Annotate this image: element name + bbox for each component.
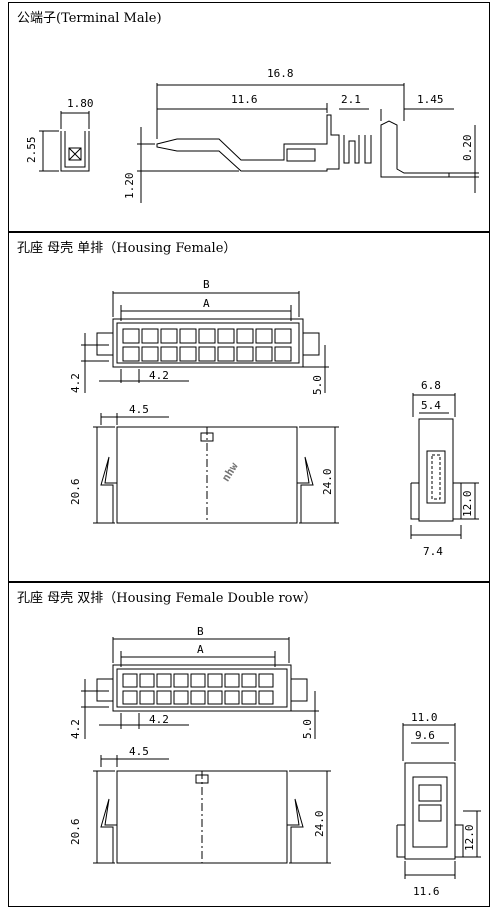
dim-pitch-v: 4.2	[69, 373, 82, 393]
dim-right: 5.0	[311, 375, 324, 395]
dim-pin: 1.20	[123, 173, 136, 200]
dim-depth: 24.0	[321, 469, 334, 496]
terminal-male-drawing: 1.80 2.55 16.8 11.6 2.1 1.45 1.20 0.20	[25, 67, 479, 203]
housing-double-panel: 孔座 母壳 双排（Housing Female Double row）	[8, 582, 490, 907]
housing-double-drawing: B A 4.2 4.2 5.0 4.5 20.6 24.0 11.0 9.6 1…	[69, 625, 481, 898]
dim-tail: 1.45	[417, 93, 444, 106]
dim-side-w: 6.8	[421, 379, 441, 392]
dim-side-h: 12.0	[461, 491, 474, 518]
dim-body: 11.6	[231, 93, 258, 106]
dim-overall: 16.8	[267, 67, 294, 80]
dim-b: B	[197, 625, 204, 638]
dim-thick: 0.20	[461, 135, 474, 162]
dim-pitch-h: 4.2	[149, 369, 169, 382]
dim-height: 2.55	[25, 137, 38, 164]
dim-side-bottom: 11.6	[413, 885, 440, 898]
dim-side-w: 11.0	[411, 711, 438, 724]
dim-top-lead: 4.5	[129, 403, 149, 416]
dim-right: 5.0	[301, 719, 314, 739]
dim-height: 20.6	[69, 819, 82, 846]
dim-b: B	[203, 278, 210, 291]
dim-height: 20.6	[69, 479, 82, 506]
section-title: 孔座 母壳 单排（Housing Female）	[17, 241, 237, 256]
dim-depth: 24.0	[313, 811, 326, 838]
dim-top-lead: 4.5	[129, 745, 149, 758]
dim-pitch-h: 4.2	[149, 713, 169, 726]
dim-side-inner: 9.6	[415, 729, 435, 742]
terminal-male-panel: 公端子(Terminal Male)	[8, 2, 490, 232]
dim-a: A	[197, 643, 204, 656]
housing-single-panel: 孔座 母壳 单排（Housing Female）	[8, 232, 490, 582]
dim-pitch-v: 4.2	[69, 719, 82, 739]
housing-single-drawing: B A 4.2 4.2 5.0 4.5 20.6 24.0 6.8 5.4 12…	[69, 278, 479, 558]
dim-side-h: 12.0	[463, 825, 476, 852]
dim-width: 1.80	[67, 97, 94, 110]
section-title: 孔座 母壳 双排（Housing Female Double row）	[17, 591, 317, 606]
section-title: 公端子(Terminal Male)	[17, 11, 162, 26]
dim-side-bottom: 7.4	[423, 545, 443, 558]
dim-a: A	[203, 297, 210, 310]
dim-side-inner: 5.4	[421, 399, 441, 412]
dim-mid: 2.1	[341, 93, 361, 106]
